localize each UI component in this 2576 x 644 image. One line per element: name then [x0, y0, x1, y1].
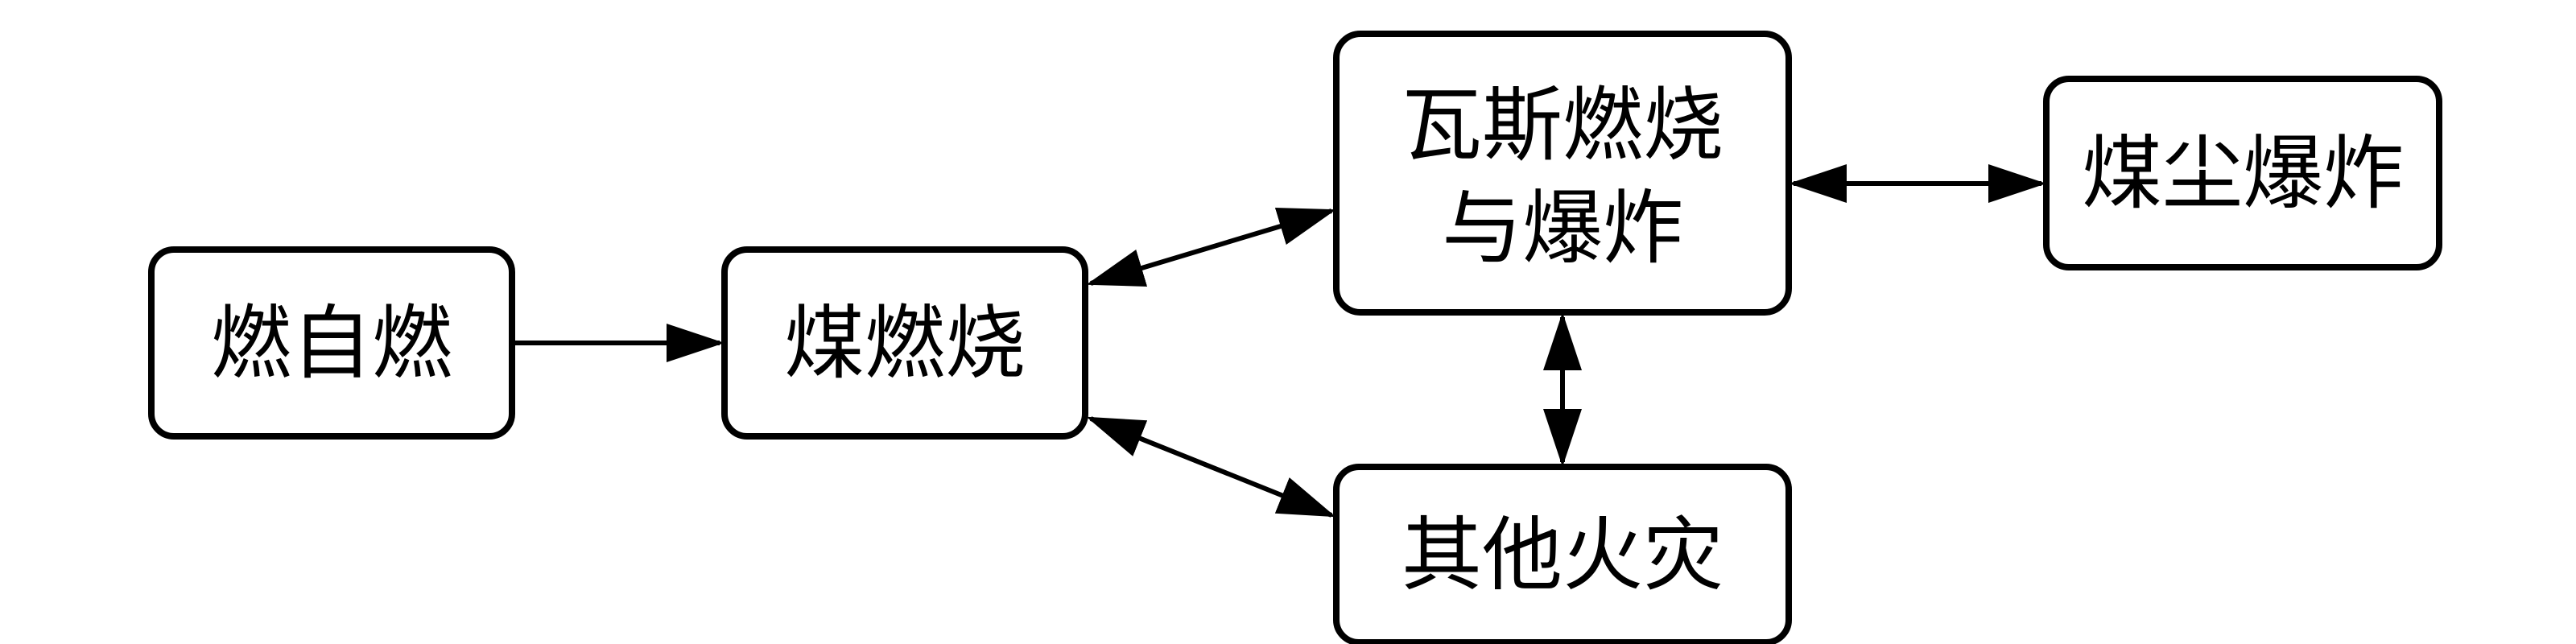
node-coal-combustion: 煤燃烧 — [721, 246, 1088, 440]
node-coal-dust-explosion-label: 煤尘爆炸 — [2082, 126, 2404, 221]
node-gas-combustion-label-line2: 与爆炸 — [1442, 181, 1683, 275]
node-gas-combustion-label-line1: 瓦斯燃烧 — [1402, 78, 1724, 172]
node-coal-dust-explosion: 煤尘爆炸 — [2043, 76, 2442, 270]
arrow-coal-other-bidirectional — [1086, 416, 1336, 518]
node-other-fire-label: 其他火灾 — [1402, 508, 1724, 602]
node-gas-combustion-explosion: 瓦斯燃烧 与爆炸 — [1333, 31, 1792, 316]
node-coal-combustion-label: 煤燃烧 — [784, 296, 1026, 390]
node-spontaneous-combustion: 燃自燃 — [148, 246, 515, 440]
node-spontaneous-combustion-label: 燃自燃 — [211, 296, 452, 390]
arrow-coal-gas-bidirectional — [1086, 208, 1336, 287]
node-other-fire: 其他火灾 — [1333, 464, 1792, 644]
